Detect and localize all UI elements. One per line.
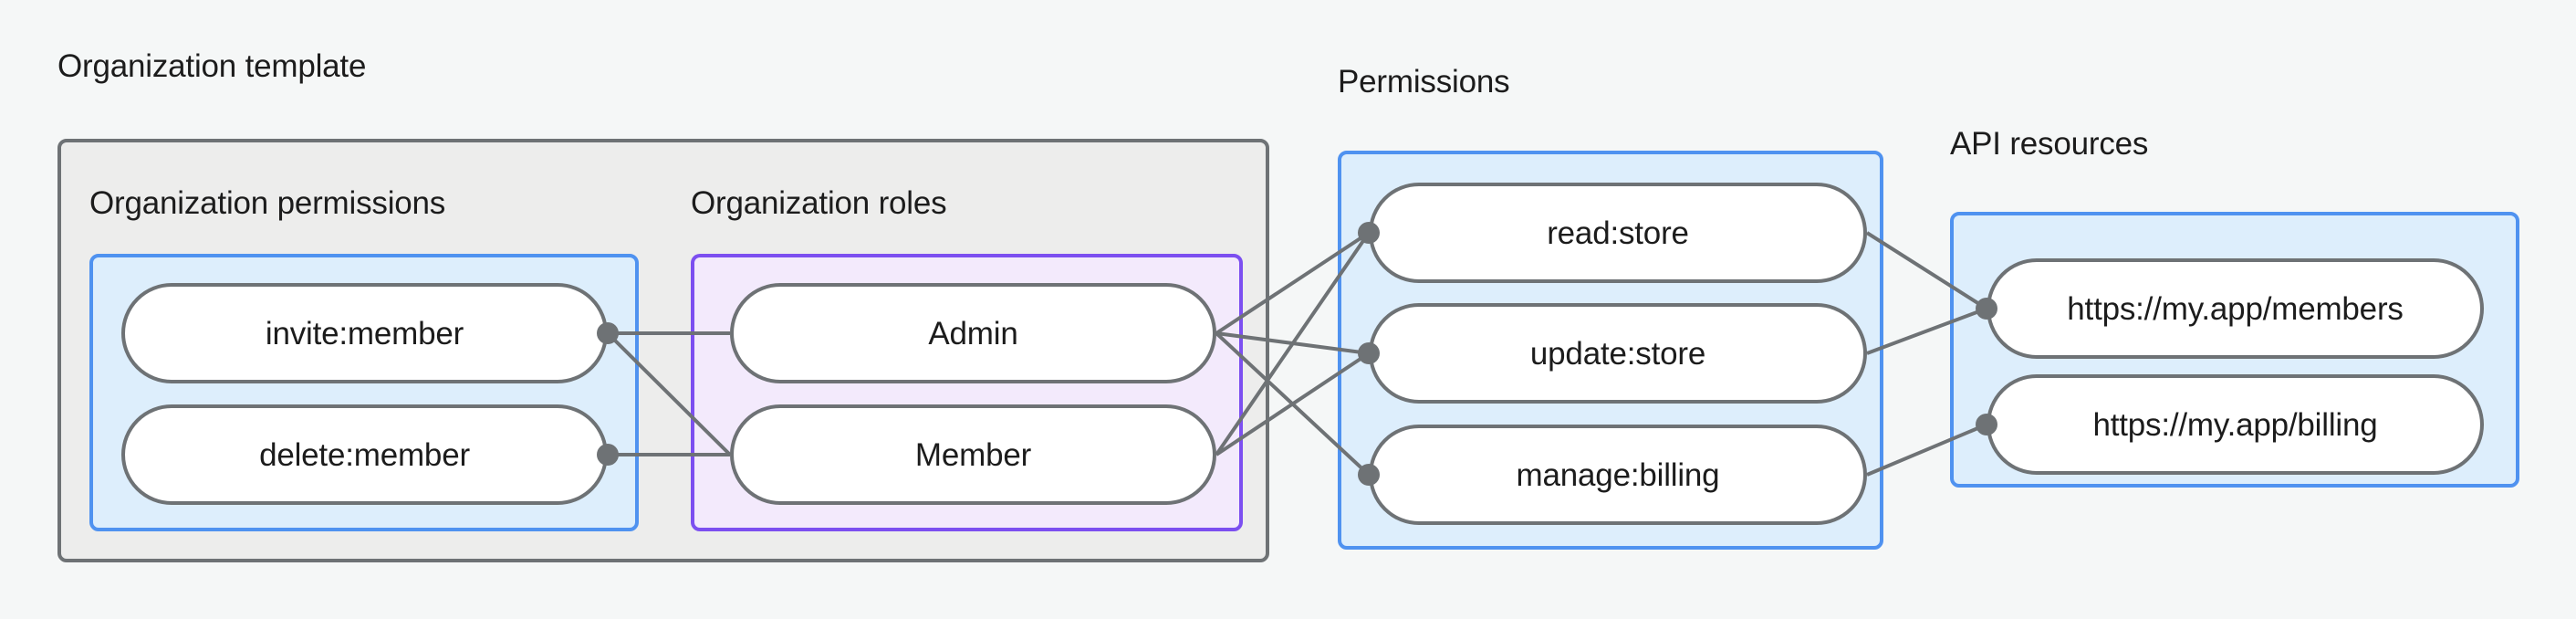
node-role-member[interactable]: Member xyxy=(730,404,1216,505)
group-label-api-resources: API resources xyxy=(1950,126,2149,162)
node-update-store[interactable]: update:store xyxy=(1369,303,1867,404)
group-label-organization-permissions: Organization permissions xyxy=(89,185,446,221)
group-label-permissions: Permissions xyxy=(1338,64,1510,100)
node-invite-member[interactable]: invite:member xyxy=(121,283,608,383)
node-read-store[interactable]: read:store xyxy=(1369,183,1867,283)
node-delete-member[interactable]: delete:member xyxy=(121,404,608,505)
node-manage-billing[interactable]: manage:billing xyxy=(1369,425,1867,525)
node-role-admin[interactable]: Admin xyxy=(730,283,1216,383)
node-url-members[interactable]: https://my.app/members xyxy=(1987,258,2484,359)
group-label-organization-template: Organization template xyxy=(57,48,367,84)
group-label-organization-roles: Organization roles xyxy=(691,185,947,221)
node-url-billing[interactable]: https://my.app/billing xyxy=(1987,374,2484,475)
